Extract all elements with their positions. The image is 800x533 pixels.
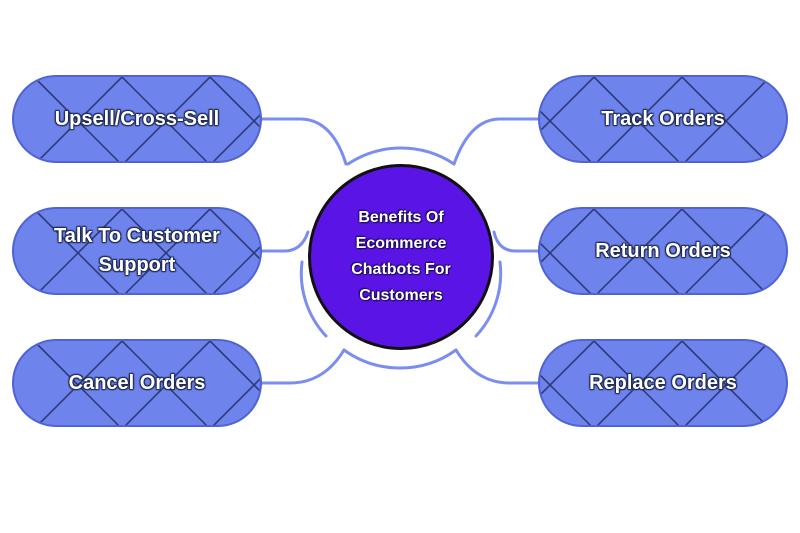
ring-arc-right [474,260,503,338]
center-label: Benefits Of Ecommerce Chatbots For Custo… [351,209,451,304]
connector-upsell [260,117,348,166]
node-return-orders: Return Orders [538,207,788,295]
connector-cancel [260,348,346,385]
node-upsell-cross-sell: Upsell/Cross-Sell [12,75,262,163]
connector-track [452,117,540,166]
cross-pattern [540,77,771,161]
node-replace-orders: Replace Orders [538,339,788,427]
connector-support [260,230,310,253]
node-label: Replace Orders [589,371,737,394]
ring-arc-left [299,260,328,338]
node-label: Cancel Orders [68,371,206,394]
node-track-orders: Track Orders [538,75,788,163]
cross-pattern [33,209,260,293]
node-talk-to-customer-support: Talk To Customer Support [12,207,262,295]
node-label: Talk To Customer Support [54,225,220,276]
connector-replace [454,348,540,385]
node-label: Upsell/Cross-Sell [54,107,220,130]
node-label: Track Orders [601,107,725,130]
cross-pattern [33,341,260,425]
ring-arc-top [346,146,456,166]
node-cancel-orders: Cancel Orders [12,339,262,427]
cross-pattern [540,341,771,425]
connector-return [492,230,540,253]
cross-pattern [540,209,771,293]
node-label: Return Orders [595,239,731,262]
cross-pattern [33,77,260,161]
center-node: Benefits Of Ecommerce Chatbots For Custo… [308,164,494,350]
ring-arc-bottom [342,348,458,370]
